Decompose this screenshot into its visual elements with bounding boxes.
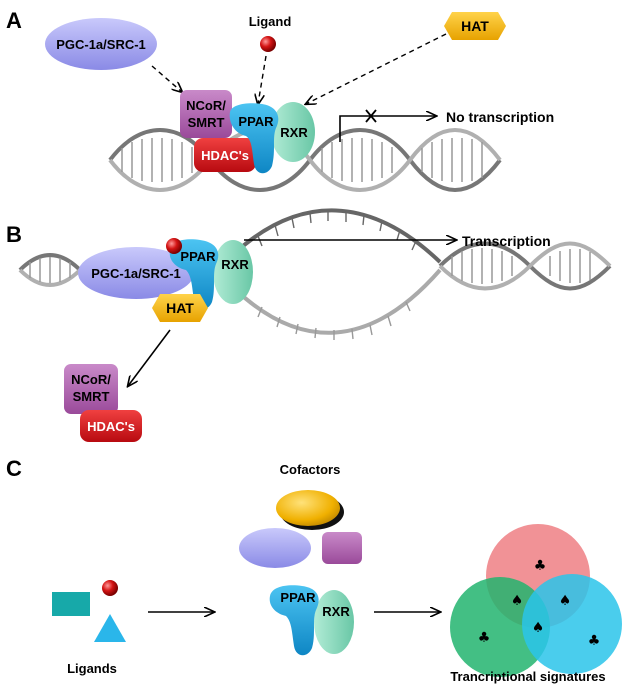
ppar-label-b: PPAR [180, 249, 216, 264]
dashed-arrow-ligand [258, 55, 267, 104]
signatures-label: Trancriptional signatures [450, 669, 605, 684]
venn-diagram [450, 524, 622, 677]
dna-bubble-b [234, 208, 442, 340]
ligands-label: Ligands [67, 661, 117, 676]
hat-label-a: HAT [461, 18, 489, 34]
venn-circle-cyan [522, 574, 622, 674]
cofactors-label: Cofactors [280, 462, 341, 477]
ppar-shape-a [229, 103, 279, 174]
ncor-label-b-1: NCoR/ [71, 372, 111, 387]
ppar-label-c: PPAR [280, 590, 316, 605]
rxr-label-c: RXR [322, 604, 350, 619]
hat-hexagon-a [444, 12, 506, 40]
transcription-label: Transcription [462, 233, 551, 249]
panel-a-letter: A [6, 8, 22, 33]
coactivator-label-a: PGC-1a/SRC-1 [56, 37, 146, 52]
venn-symbol-center: ♠ [532, 620, 545, 636]
dashed-arrow-coactivator [151, 65, 182, 92]
ligand-label-a: Ligand [249, 14, 292, 29]
ppar-label-a: PPAR [238, 114, 274, 129]
venn-symbol-left: ♣ [478, 630, 491, 646]
rxr-label-a: RXR [280, 125, 308, 140]
hdac-box-a [194, 138, 256, 172]
coactivator-ellipse-a [45, 18, 157, 70]
hat-hexagon-b [152, 294, 208, 322]
panel-b-letter: B [6, 222, 22, 247]
venn-symbol-right: ♣ [588, 633, 601, 649]
ligand-triangle [94, 614, 126, 642]
ppar-shape-b [169, 239, 219, 310]
no-transcription-arrow [339, 116, 436, 142]
hdac-label-b: HDAC's [87, 419, 135, 434]
coactivator-ellipse-b [78, 247, 194, 299]
venn-symbol-left-overlap: ♠ [511, 593, 524, 609]
venn-circle-green [450, 577, 550, 677]
ligand-ball-b [166, 238, 182, 254]
rxr-shape-a [271, 102, 315, 162]
panel-c-letter: C [6, 456, 22, 481]
dna-helix-b-right [438, 241, 612, 291]
rxr-shape-b [213, 240, 253, 304]
ncor-label-b-2: SMRT [73, 389, 110, 404]
ligand-ball-a [260, 36, 276, 52]
block-cross-2 [365, 109, 377, 123]
rxr-shape-c [314, 590, 354, 654]
no-transcription-label: No transcription [446, 109, 554, 125]
cofactor-blue [239, 528, 311, 568]
ligand-ball-c [102, 580, 118, 596]
ncor-label-a-1: NCoR/ [186, 98, 226, 113]
ncor-label-a-2: SMRT [188, 115, 225, 130]
hdac-label-a: HDAC's [201, 148, 249, 163]
ligand-rectangle [52, 592, 90, 616]
ncor-box-b [64, 364, 118, 414]
venn-symbol-top: ♣ [534, 558, 547, 574]
release-arrow [128, 329, 171, 386]
ncor-box-a [180, 90, 232, 138]
cofactor-purple [322, 532, 362, 564]
venn-symbol-right-overlap: ♠ [559, 593, 572, 609]
coactivator-label-b: PGC-1a/SRC-1 [91, 266, 181, 281]
dashed-arrow-hat [306, 33, 447, 104]
rxr-label-b: RXR [221, 257, 249, 272]
cofactor-yellow [276, 490, 340, 526]
dna-helix-a [108, 128, 502, 192]
hdac-box-b [80, 410, 142, 442]
ppar-shape-c [269, 585, 319, 656]
hat-label-b: HAT [166, 300, 194, 316]
